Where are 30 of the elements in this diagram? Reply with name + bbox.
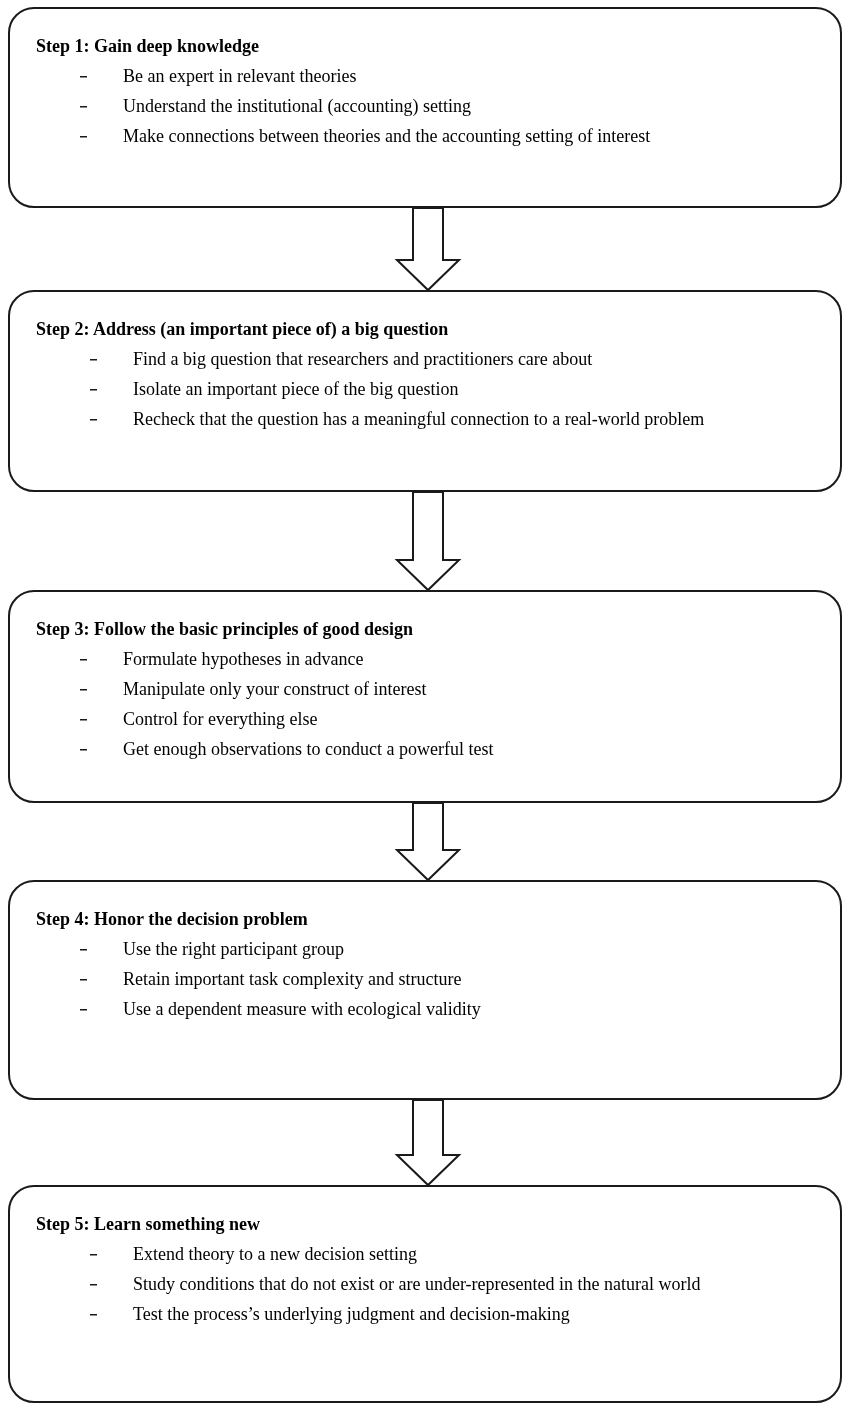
bullet-text: Control for everything else: [123, 708, 319, 731]
step-heading: Step 1: Gain deep knowledge: [36, 35, 261, 58]
bullet-text: Use a dependent measure with ecological validity: [123, 998, 482, 1021]
bullet-text: Find a big question that researchers and practitioners care about: [133, 348, 594, 371]
block-arrow: [394, 1099, 462, 1187]
bullet-text: Formulate hypotheses in advance: [123, 648, 365, 671]
bullet-text: Get enough observations to conduct a powerful test: [123, 738, 495, 761]
step-heading: Step 2: Address (an important piece of) a big question: [36, 318, 450, 341]
block-arrow: [394, 491, 462, 592]
bullet-text: Understand the institutional (accounting) setting: [123, 95, 472, 118]
block-arrow: [394, 207, 462, 292]
step-box: [8, 1185, 842, 1403]
bullet-text: Use the right participant group: [123, 938, 345, 961]
bullet-text: Be an expert in relevant theories: [123, 65, 358, 88]
bullet-text: Recheck that the question has a meaningful connection to a real-world problem: [133, 408, 706, 431]
bullet-text: Extend theory to a new decision setting: [133, 1243, 418, 1266]
bullet-text: Isolate an important piece of the big question: [133, 378, 460, 401]
bullet-text: Retain important task complexity and structure: [123, 968, 463, 991]
step-box: [8, 590, 842, 803]
block-arrow: [394, 802, 462, 882]
step-heading: Step 3: Follow the basic principles of good design: [36, 618, 415, 641]
step-heading: Step 5: Learn something new: [36, 1213, 261, 1236]
bullet-text: Manipulate only your construct of interest: [123, 678, 428, 701]
step-heading: Step 4: Honor the decision problem: [36, 908, 309, 931]
bullet-text: Study conditions that do not exist or are under-represented in the natural world: [133, 1273, 702, 1296]
step-box: [8, 880, 842, 1100]
step-box: [8, 7, 842, 208]
bullet-text: Make connections between theories and the accounting setting of interest: [123, 125, 652, 148]
step-box: [8, 290, 842, 492]
bullet-text: Test the process’s underlying judgment and decision-making: [133, 1303, 571, 1326]
